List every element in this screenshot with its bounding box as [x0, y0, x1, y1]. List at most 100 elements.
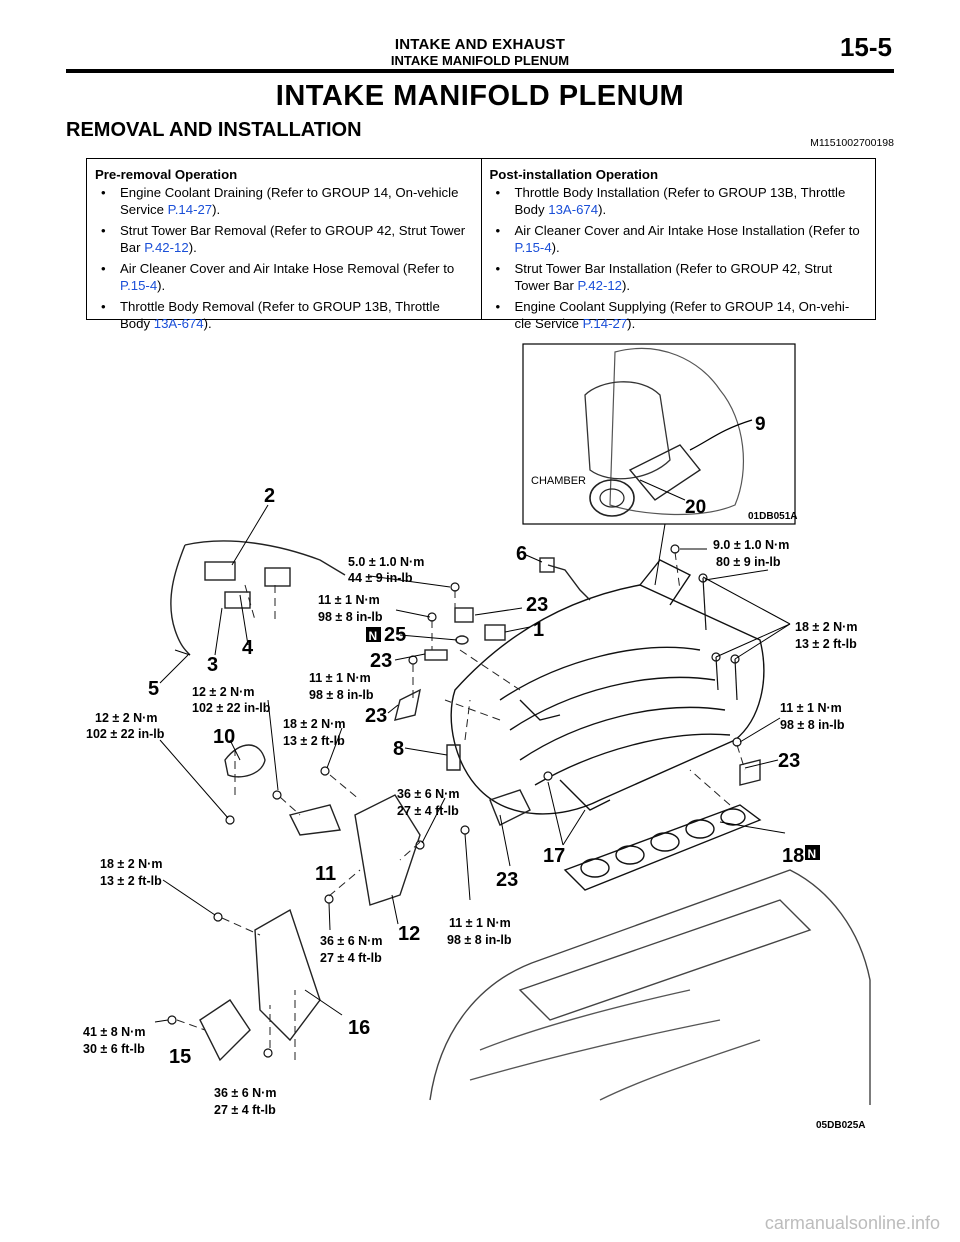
pre-removal-item: •Engine Coolant Draining (Refer to GROUP… — [101, 185, 459, 217]
svg-text:12 ± 2 N·m: 12 ± 2 N·m — [95, 711, 157, 725]
part-callouts: 2 6 23 1 25 23 23 8 23 17 18 23 11 12 10… — [148, 485, 804, 1068]
svg-text:98 ± 8 in-lb: 98 ± 8 in-lb — [318, 610, 383, 624]
callout-20: 20 — [685, 497, 706, 518]
page-link[interactable]: P.15-4 — [120, 278, 158, 293]
pre-removal-item: •Air Cleaner Cover and Air Intake Hose R… — [101, 261, 455, 293]
bullet-icon: • — [101, 185, 106, 200]
post-install-column: Post-installation Operation •Throttle Bo… — [480, 159, 876, 331]
svg-text:18 ± 2 N·m: 18 ± 2 N·m — [795, 620, 857, 634]
page-link[interactable]: 13A-674 — [548, 202, 599, 217]
svg-text:9.0 ± 1.0 N·m: 9.0 ± 1.0 N·m — [713, 538, 789, 552]
svg-text:27 ± 4 ft-lb: 27 ± 4 ft-lb — [320, 951, 382, 965]
svg-text:18 ± 2 N·m: 18 ± 2 N·m — [283, 717, 345, 731]
bullet-icon: • — [101, 261, 106, 276]
page-link[interactable]: P.42-12 — [577, 278, 623, 293]
pre-removal-item: •Throttle Body Removal (Refer to GROUP 1… — [101, 299, 440, 331]
svg-text:23: 23 — [778, 750, 800, 772]
torque-labels: 5.0 ± 1.0 N·m 44 ± 9 in-lb 9.0 ± 1.0 N·m… — [83, 538, 857, 1117]
svg-text:11 ± 1 N·m: 11 ± 1 N·m — [449, 916, 511, 930]
svg-text:6: 6 — [516, 543, 527, 565]
header-rule — [66, 69, 894, 73]
document-id: M1151002700198 — [810, 137, 894, 149]
svg-text:11: 11 — [315, 863, 336, 885]
svg-text:8: 8 — [393, 738, 404, 760]
svg-text:13 ± 2 ft-lb: 13 ± 2 ft-lb — [283, 734, 345, 748]
svg-text:10: 10 — [213, 726, 235, 748]
svg-text:98 ± 8 in-lb: 98 ± 8 in-lb — [780, 718, 845, 732]
diagram-reference-code: 05DB025A — [816, 1120, 865, 1131]
svg-text:23: 23 — [496, 869, 518, 891]
bullet-icon: • — [495, 261, 501, 276]
svg-text:4: 4 — [242, 637, 254, 659]
svg-text:36 ± 6 N·m: 36 ± 6 N·m — [320, 934, 382, 948]
bullet-icon: • — [495, 223, 501, 238]
svg-text:11 ± 1 N·m: 11 ± 1 N·m — [318, 593, 380, 607]
header-subsection: INTAKE MANIFOLD PLENUM — [390, 53, 570, 68]
inset-reference-code: 01DB051A — [748, 511, 797, 522]
post-install-heading: Post-installation Operation — [489, 167, 659, 182]
svg-text:102 ± 22 in-lb: 102 ± 22 in-lb — [192, 701, 271, 715]
assembly-lines — [176, 551, 746, 1060]
svg-text:102 ± 22 in-lb: 102 ± 22 in-lb — [86, 727, 165, 741]
svg-text:30 ± 6 ft-lb: 30 ± 6 ft-lb — [83, 1042, 145, 1056]
bullet-icon: • — [495, 185, 501, 200]
post-install-item: •Air Cleaner Cover and Air Intake Hose I… — [495, 223, 860, 255]
svg-text:80 ± 9 in-lb: 80 ± 9 in-lb — [716, 555, 781, 569]
page-link[interactable]: P.14-27 — [582, 316, 628, 331]
svg-text:16: 16 — [348, 1017, 370, 1039]
throttle-body-inset: CHAMBER 01DB051A 9 20 — [522, 343, 797, 525]
svg-text:2: 2 — [264, 485, 275, 507]
svg-text:12: 12 — [398, 923, 420, 945]
svg-text:13 ± 2 ft-lb: 13 ± 2 ft-lb — [100, 874, 162, 888]
pre-removal-column: Pre-removal Operation •Engine Coolant Dr… — [87, 159, 481, 331]
svg-text:N: N — [808, 847, 817, 861]
svg-text:5: 5 — [148, 678, 159, 700]
post-install-item: •Throttle Body Installation (Refer to GR… — [495, 185, 846, 217]
svg-text:18: 18 — [782, 845, 804, 867]
page-link[interactable]: P.42-12 — [144, 240, 189, 255]
pre-removal-heading: Pre-removal Operation — [95, 167, 238, 182]
svg-text:23: 23 — [370, 650, 392, 672]
page-link[interactable]: 13A-674 — [153, 316, 204, 331]
page-link[interactable]: P.15-4 — [514, 240, 552, 255]
svg-text:11 ± 1 N·m: 11 ± 1 N·m — [780, 701, 842, 715]
svg-text:17: 17 — [543, 845, 565, 867]
bullet-icon: • — [101, 223, 106, 238]
svg-text:41 ± 8 N·m: 41 ± 8 N·m — [83, 1025, 145, 1039]
svg-text:1: 1 — [533, 619, 544, 641]
svg-text:N: N — [369, 629, 378, 643]
svg-text:13 ± 2 ft-lb: 13 ± 2 ft-lb — [795, 637, 857, 651]
svg-text:15: 15 — [169, 1046, 191, 1068]
header-section: INTAKE AND EXHAUST — [394, 36, 566, 53]
svg-text:98 ± 8 in-lb: 98 ± 8 in-lb — [447, 933, 512, 947]
svg-text:27 ± 4 ft-lb: 27 ± 4 ft-lb — [397, 804, 459, 818]
page-title: INTAKE MANIFOLD PLENUM — [275, 80, 685, 112]
svg-text:23: 23 — [526, 594, 548, 616]
post-install-item: •Strut Tower Bar Installation (Refer to … — [495, 261, 833, 293]
watermark: carmanualsonline.info — [764, 1213, 940, 1233]
svg-text:18 ± 2 N·m: 18 ± 2 N·m — [100, 857, 162, 871]
section-subtitle: REMOVAL AND INSTALLATION — [66, 119, 362, 141]
svg-text:98 ± 8 in-lb: 98 ± 8 in-lb — [309, 688, 374, 702]
bullet-icon: • — [101, 299, 106, 314]
svg-text:23: 23 — [365, 705, 387, 727]
leader-lines — [154, 504, 791, 1023]
intake-manifold-drawing — [170, 540, 871, 1105]
inset-label: CHAMBER — [531, 475, 586, 487]
svg-text:44 ± 9 in-lb: 44 ± 9 in-lb — [348, 571, 413, 585]
bullet-icon: • — [495, 299, 501, 314]
callout-9: 9 — [755, 414, 766, 435]
post-install-item: •Engine Coolant Supplying (Refer to GROU… — [495, 299, 850, 331]
page-link[interactable]: P.14-27 — [167, 202, 213, 217]
svg-text:36 ± 6 N·m: 36 ± 6 N·m — [397, 787, 459, 801]
svg-text:27 ± 4 ft-lb: 27 ± 4 ft-lb — [214, 1103, 276, 1117]
operations-table: Pre-removal Operation •Engine Coolant Dr… — [86, 158, 876, 331]
svg-text:5.0 ± 1.0 N·m: 5.0 ± 1.0 N·m — [348, 555, 424, 569]
svg-text:12 ± 2 N·m: 12 ± 2 N·m — [192, 685, 254, 699]
new-part-markers: N N — [366, 627, 820, 861]
svg-text:36 ± 6 N·m: 36 ± 6 N·m — [214, 1086, 276, 1100]
page-number: 15-5 — [839, 32, 892, 62]
pre-removal-item: •Strut Tower Bar Removal (Refer to GROUP… — [101, 223, 466, 255]
svg-text:11 ± 1 N·m: 11 ± 1 N·m — [309, 671, 371, 685]
